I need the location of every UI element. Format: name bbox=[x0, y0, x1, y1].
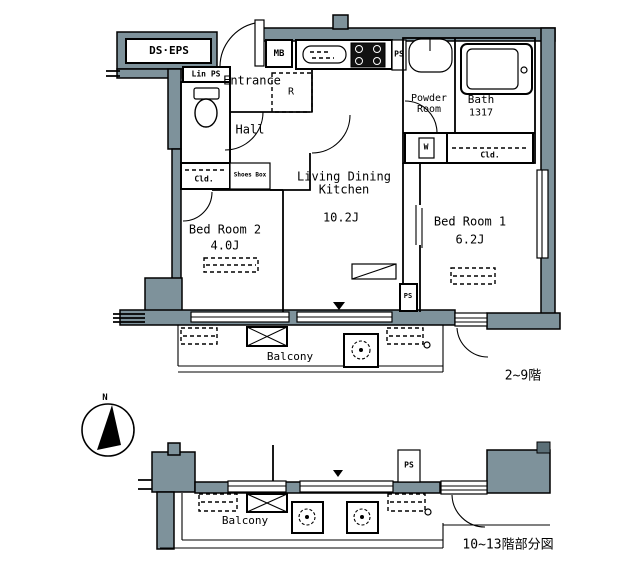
washer-label: W bbox=[423, 142, 429, 152]
partial-ac-unit-2 bbox=[346, 501, 379, 534]
partial-vent-marker bbox=[333, 470, 343, 477]
partial-ps-label: PS bbox=[404, 460, 414, 470]
lin-ps-label: Lin PS bbox=[191, 69, 221, 79]
main-plan-hatch-marks bbox=[106, 70, 145, 323]
ds-eps-label: DS·EPS bbox=[149, 43, 189, 57]
shoes-box bbox=[229, 162, 271, 190]
compass-north-label: N bbox=[102, 392, 108, 403]
pipe-space-bottom bbox=[399, 283, 418, 312]
partial-window-left bbox=[227, 480, 287, 493]
powder-room-label: Powder Room bbox=[410, 92, 448, 115]
entrance-door bbox=[219, 19, 265, 67]
partial-balcony-hatch-left bbox=[198, 493, 238, 512]
bed1-label: Bed Room 1 bbox=[433, 214, 507, 229]
hall-closet bbox=[180, 162, 231, 190]
ps-bottom-label: PS bbox=[403, 292, 413, 301]
bed2-size-label: 4.0J bbox=[210, 238, 240, 253]
living-label: Living Dining Kitchen bbox=[297, 169, 391, 197]
powder-sink bbox=[408, 38, 453, 73]
main-balcony-hanger-box bbox=[246, 326, 288, 347]
partial-pipe-space bbox=[397, 449, 421, 483]
hall-closet-label: Cld. bbox=[194, 174, 214, 184]
living-size-label: 10.2J bbox=[322, 210, 360, 225]
main-balcony-hatch-left bbox=[180, 327, 218, 345]
partial-floor-label: 10~13階部分図 bbox=[462, 537, 554, 553]
refrigerator-label: R bbox=[287, 86, 295, 98]
ds-eps-shaft bbox=[125, 38, 212, 64]
bed2-label: Bed Room 2 bbox=[188, 222, 262, 237]
bed2-futon-symbol bbox=[203, 257, 259, 273]
entrance-label: Entrance bbox=[223, 73, 281, 88]
ps-top-label: PS bbox=[394, 49, 404, 59]
bed1-closet bbox=[446, 132, 534, 164]
kitchen-counter bbox=[295, 39, 393, 70]
main-ac-unit bbox=[343, 333, 379, 368]
main-balcony-hatch-right bbox=[386, 327, 431, 349]
bed1-futon-symbol bbox=[450, 267, 496, 285]
bath-size-label: 1317 bbox=[468, 107, 494, 119]
bathtub bbox=[460, 43, 533, 95]
bath-label: Bath bbox=[467, 92, 495, 106]
main-window-living bbox=[296, 311, 393, 323]
compass-icon bbox=[81, 403, 135, 457]
corridor-door bbox=[454, 312, 489, 358]
living-vent-marker bbox=[333, 302, 345, 310]
partial-balcony-hanger-box bbox=[246, 493, 288, 513]
partial-balcony-rail bbox=[160, 493, 550, 549]
hall-label: Hall bbox=[235, 122, 265, 137]
partial-balcony-label: Balcony bbox=[221, 513, 269, 527]
living-counter bbox=[351, 263, 397, 280]
main-floor-label: 2~9階 bbox=[504, 368, 542, 384]
main-window-bed1-side bbox=[536, 169, 549, 259]
meter-box bbox=[265, 39, 293, 68]
main-balcony-label: Balcony bbox=[266, 349, 314, 363]
bed1-size-label: 6.2J bbox=[455, 232, 485, 247]
washing-machine-space bbox=[404, 132, 448, 164]
mb-label: MB bbox=[273, 48, 285, 59]
partial-window-right bbox=[299, 480, 394, 493]
bed1-closet-label: Cld. bbox=[480, 150, 500, 160]
partial-corridor-door bbox=[440, 480, 488, 528]
partial-hatch-marks bbox=[138, 445, 274, 490]
main-window-bed2 bbox=[190, 311, 290, 323]
main-balcony-rail bbox=[177, 325, 444, 373]
partial-balcony-hatch-right bbox=[387, 493, 432, 516]
shoes-box-label: Shoes Box bbox=[233, 171, 267, 179]
partial-ac-unit-1 bbox=[291, 501, 324, 534]
